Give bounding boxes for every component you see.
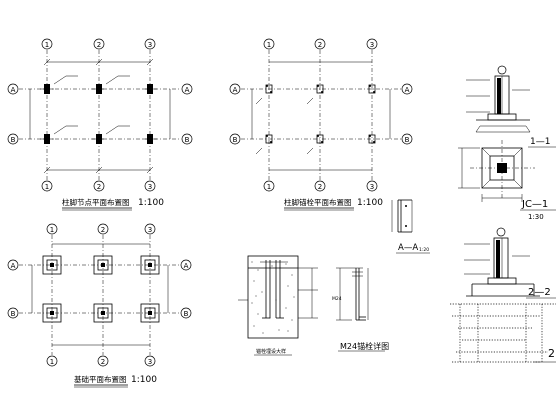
column-node-markers (40, 84, 157, 144)
grid-label: B (11, 136, 16, 144)
grid-label: 2 (101, 358, 105, 366)
grid-label: A (405, 86, 410, 94)
plan-title: 柱脚锚栓平面布置图 (284, 197, 352, 207)
grid-label: 2 (97, 41, 101, 49)
grid-label: B (185, 136, 190, 144)
section-label: A—A (398, 243, 418, 253)
grid-label: 2 (101, 226, 105, 234)
grid-label: 1 (45, 183, 49, 191)
edge-fragment-label: 2 (548, 347, 555, 360)
grid-label: 1 (267, 183, 271, 191)
grid-label: B (184, 310, 189, 318)
grid-label: A (11, 86, 16, 94)
grid-label: 1 (267, 41, 271, 49)
m24-bolt-detail: M24 M24锚栓详图 (332, 267, 389, 352)
grid-label: 1 (45, 41, 49, 49)
grid-label: A (11, 262, 16, 270)
plan-scale: 1:100 (131, 375, 157, 385)
grid-label: B (233, 136, 238, 144)
column-base-plan: 1 2 3 1 2 3 A B A B (7, 38, 193, 211)
grid-label: 2 (318, 183, 322, 191)
detail-label: JC—1 (521, 199, 548, 210)
foundation-jc-1: JC—1 1:30 (458, 140, 556, 221)
section-scale: 1:20 (419, 247, 429, 253)
grid-label: A (233, 86, 238, 94)
section-a-a: A—A 1:20 (391, 199, 430, 254)
section-1-1: 1—1 (466, 65, 556, 148)
anchor-bolt-plan: 1 2 3 1 2 3 A B A B 柱脚锚栓平面布置图 (229, 38, 413, 211)
detail-title: 锚栓埋设大样 (256, 348, 286, 355)
grid-label: 3 (148, 358, 152, 366)
grid-label: 1 (50, 226, 54, 234)
plan-title: 柱脚节点平面布置图 (62, 197, 130, 207)
plan-title: 基础平面布置图 (74, 374, 127, 384)
foundation-pad-markers (42, 255, 160, 323)
plan-scale: 1:100 (138, 198, 164, 208)
grid-label: 2 (318, 41, 322, 49)
section-label: 2—2 (528, 287, 551, 298)
grid-label: A (184, 262, 189, 270)
grid-label: B (405, 136, 410, 144)
grid-label: 1 (50, 358, 54, 366)
grid-bubbles-top: 1 2 3 1 2 3 A B A B (7, 38, 193, 192)
plan-scale: 1:100 (357, 198, 383, 208)
anchor-bolt-markers (265, 84, 376, 144)
grid-label: 3 (370, 183, 374, 191)
grid-label: 3 (148, 41, 152, 49)
grid-label: B (11, 310, 16, 318)
detail-title: M24锚栓详图 (340, 341, 389, 351)
grid-label: 3 (370, 41, 374, 49)
section-2-2: 2—2 2 (450, 227, 556, 363)
concrete-stipple (251, 261, 295, 334)
detail-scale: 1:30 (528, 213, 544, 221)
grid-label: A (185, 86, 190, 94)
foundation-plan: 1 2 3 1 2 3 A B A B 基础平面布置图 1:100 (7, 223, 192, 388)
bolt-tag: M24 (332, 296, 342, 302)
grid-label: 2 (97, 183, 101, 191)
section-label: 1—1 (530, 137, 550, 147)
anchor-bolt-embed-detail: 锚栓埋设大样 (238, 255, 318, 356)
grid-label: 3 (148, 226, 152, 234)
grid-label: 3 (148, 183, 152, 191)
